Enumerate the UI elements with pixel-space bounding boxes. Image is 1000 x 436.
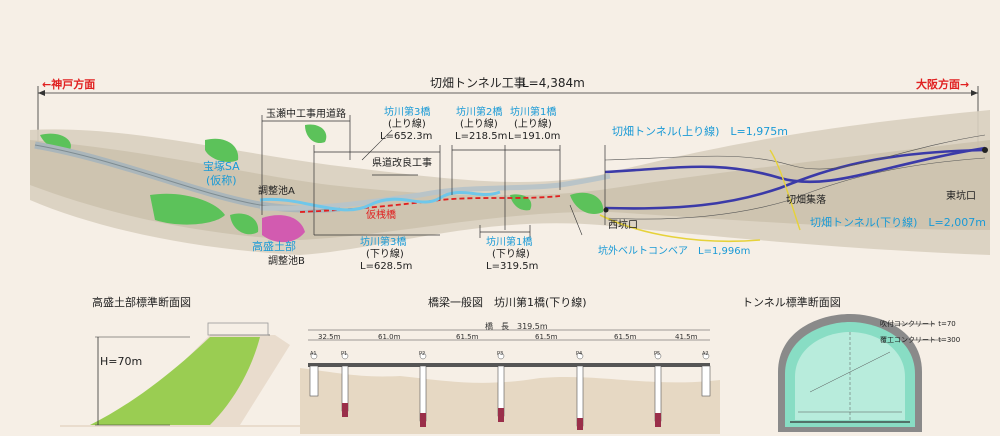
bousen3-up-dir: (上り線) [388,119,426,130]
tunnel-down-label: 切畑トンネル(下り線) L=2,007m [810,216,986,229]
pond-a-label: 調整池A [258,186,295,197]
bousen2-up-length: L=218.5m [455,131,508,142]
osaka-direction-label: 大阪方面→ [916,78,970,91]
pier-p1: P1 [341,351,348,357]
bridge-total-length: 橋 長 319.5m [485,322,548,331]
belt-conveyor-label: 坑外ベルトコンベア L=1,996m [598,246,751,257]
span-4: 61.5m [535,333,558,341]
takarazuka-sa-label: 宝塚SA [203,160,240,173]
project-length: L=4,384m [522,76,585,90]
bousen2-up-dir: (上り線) [460,119,498,130]
kendo-label: 県道改良工事 [372,158,432,169]
pier-a2: A2 [702,351,709,357]
tunnel-section-diagram [778,314,942,432]
bousen1-up-length: L=191.0m [508,131,561,142]
west-portal-label: 西坑口 [608,220,638,231]
pier-a1: A1 [310,351,317,357]
bousen1-up-dir: (上り線) [514,119,552,130]
bridge-diagram [300,329,720,434]
span-2: 61.0m [378,333,401,341]
bousen3-up-length: L=652.3m [380,131,433,142]
kiribata-village-label: 切畑集落 [786,195,826,206]
shotcrete-label: 吹付コンクリート t=70 [880,320,956,328]
span-6: 41.5m [675,333,698,341]
span-1: 32.5m [318,333,341,341]
lining-label: 覆工コンクリート t=300 [880,336,961,344]
tamase-road-label: 玉瀬中工事用道路 [266,109,346,120]
bousen2-up-name: 坊川第2橋 [456,107,503,118]
bousen1-down-length: L=319.5m [486,261,539,272]
bousen3-down-name: 坊川第3橋 [360,237,407,248]
pond-b-label: 調整池B [268,256,305,267]
embankment-diagram [60,322,300,427]
embankment-height: H=70m [100,355,143,368]
project-title: 切畑トンネル工事 [430,76,526,90]
pier-p4: P4 [576,351,583,357]
pier-p3: P3 [497,351,504,357]
bousen1-down-dir: (下り線) [492,249,530,260]
span-3: 61.5m [456,333,479,341]
bousen1-up-name: 坊川第1橋 [510,107,557,118]
east-portal-label: 東坑口 [946,191,976,202]
bousen3-up-name: 坊川第3橋 [384,107,431,118]
bousen3-down-dir: (下り線) [366,249,404,260]
tunnel-section-title: トンネル標準断面図 [742,296,841,309]
bousen3-down-length: L=628.5m [360,261,413,272]
kobe-direction-label: ←神戸方面 [42,78,96,91]
pier-p2: P2 [419,351,426,357]
tunnel-up-label: 切畑トンネル(上り線) L=1,975m [612,125,788,138]
pier-p5: P5 [654,351,661,357]
bousen1-down-name: 坊川第1橋 [486,237,533,248]
span-5: 61.5m [614,333,637,341]
embankment-title: 高盛土部標準断面図 [92,296,191,309]
bridge-title: 橋梁一般図 坊川第1橋(下り線) [428,296,587,309]
plan-map [30,86,990,255]
takarazuka-sa-sub: (仮称) [206,174,237,187]
takamori-label: 高盛土部 [252,240,296,253]
karisan-label: 仮桟橋 [366,210,396,221]
